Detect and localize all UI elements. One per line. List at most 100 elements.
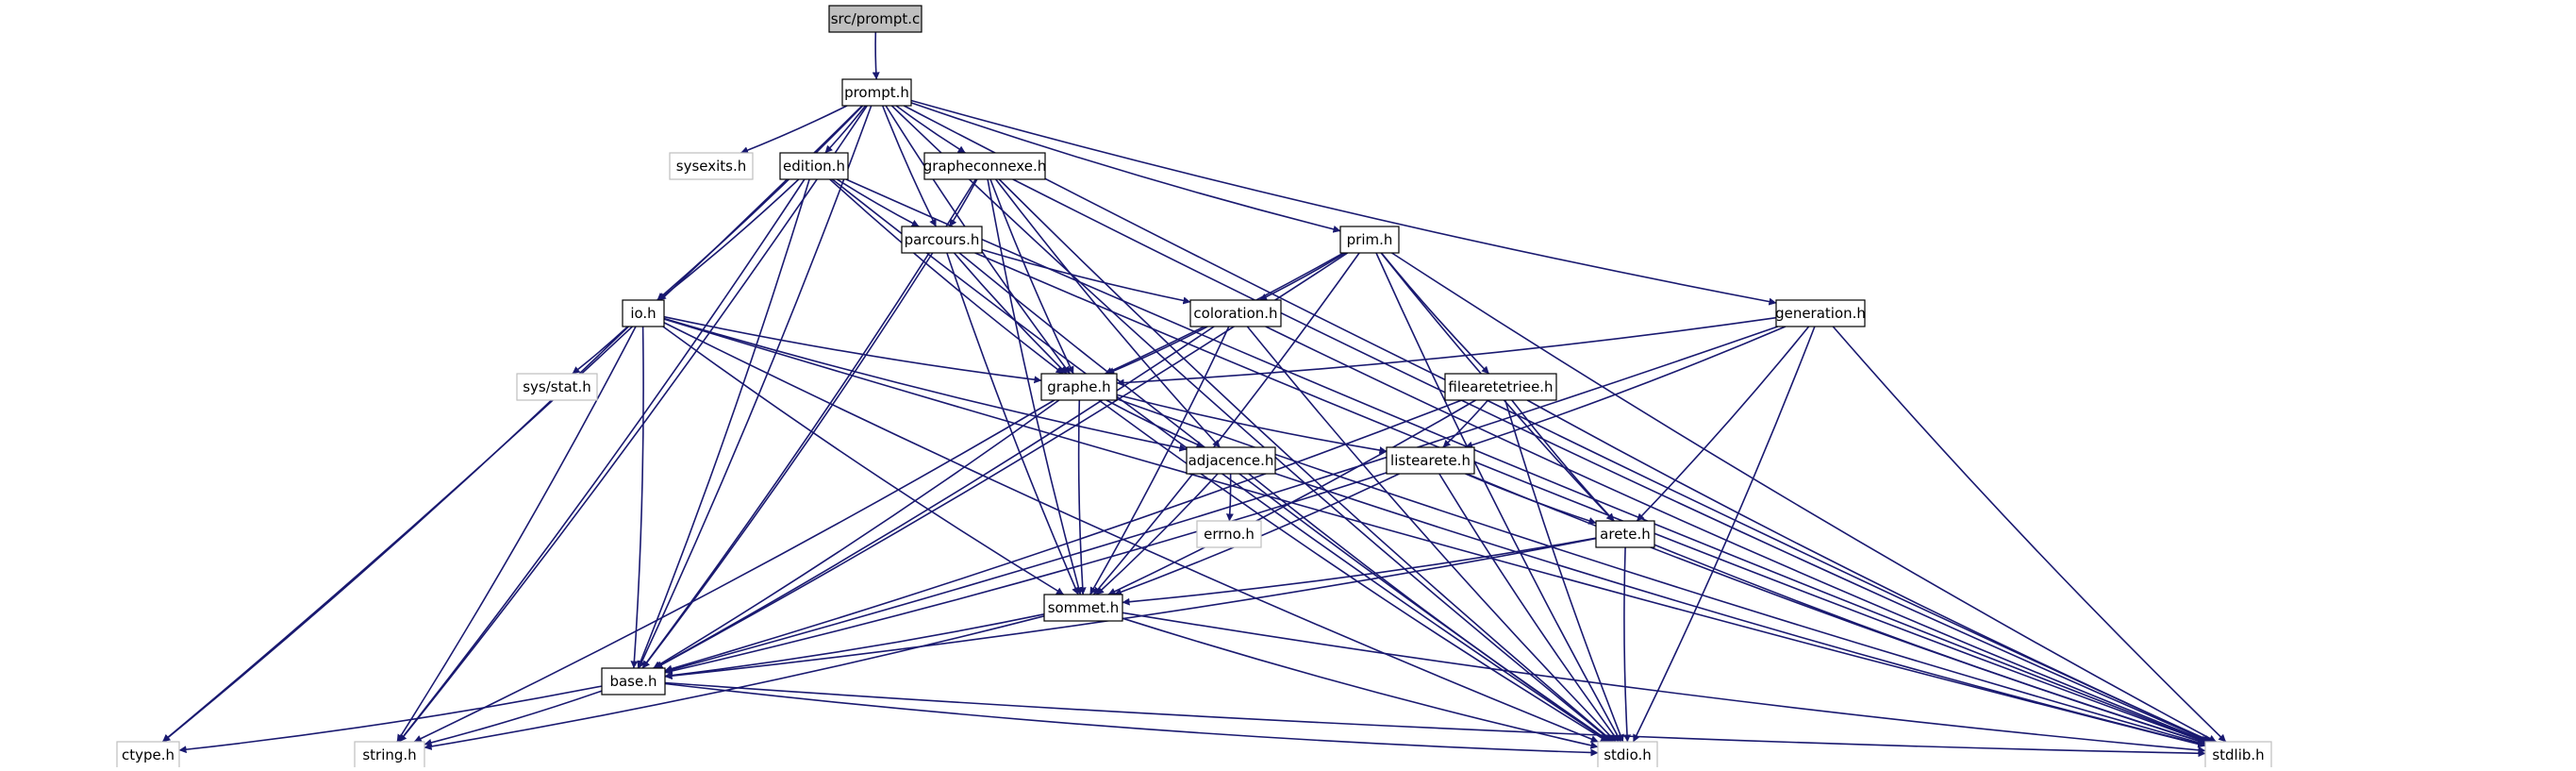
edge-coloration_h-to-graphe_h bbox=[1106, 326, 1208, 375]
edge-graphe_h-to-adjacence_h bbox=[1105, 399, 1205, 448]
edge-base_h-to-stdlib_h bbox=[664, 681, 2206, 758]
edge-coloration_h-to-base_h bbox=[655, 326, 1215, 669]
node-label-errno_h: errno.h bbox=[1204, 526, 1255, 543]
node-box-stdlib_h bbox=[2204, 741, 2272, 769]
edge-generation_h-to-graphe_h bbox=[1116, 316, 1777, 387]
node-box-generation_h[interactable] bbox=[1775, 299, 1866, 327]
edge-prompt_h-to-prim_h bbox=[910, 102, 1341, 233]
node-adjacence_h[interactable]: adjacence.h bbox=[1186, 446, 1276, 475]
edge-edition_h-to-base_h bbox=[637, 178, 810, 669]
edge-base_h-to-string_h bbox=[424, 690, 603, 746]
edge-arete_h-to-stdio_h bbox=[1623, 546, 1631, 743]
edge-grapheconnexe_h-to-stdlib_h bbox=[1012, 178, 2211, 743]
edge-filearetetriee_h-to-stdio_h bbox=[1504, 399, 1624, 743]
edge-listearete_h-to-base_h bbox=[664, 472, 1388, 675]
edge-adjacence_h-to-errno_h bbox=[1225, 473, 1234, 522]
node-box-prim_h[interactable] bbox=[1339, 226, 1400, 254]
node-box-edition_h[interactable] bbox=[779, 152, 849, 180]
node-box-filearetetriee_h[interactable] bbox=[1444, 373, 1557, 401]
edge-io_h-to-sommet_h bbox=[662, 326, 1065, 595]
edge-arete_h-to-stdlib_h bbox=[1654, 544, 2206, 745]
edge-io_h-to-stdio_h bbox=[663, 322, 1599, 743]
edge-edition_h-to-graphe_h bbox=[829, 178, 1064, 375]
edge-arete_h-to-base_h bbox=[664, 537, 1597, 680]
node-parcours_h[interactable]: parcours.h bbox=[901, 226, 983, 254]
node-box-prompt_h[interactable] bbox=[841, 78, 912, 107]
node-label-edition_h: edition.h bbox=[783, 158, 845, 175]
node-sys_stat_h: sys/stat.h bbox=[516, 373, 598, 401]
edge-grapheconnexe_h-to-sommet_h bbox=[987, 178, 1083, 595]
node-src_prompt_c: src/prompt.c bbox=[828, 5, 922, 33]
node-label-sysexits_h: sysexits.h bbox=[676, 158, 747, 175]
edge-graphe_h-to-sommet_h bbox=[1077, 399, 1087, 595]
node-label-io_h: io.h bbox=[630, 305, 656, 322]
node-prompt_h[interactable]: prompt.h bbox=[841, 78, 912, 107]
node-listearete_h[interactable]: listearete.h bbox=[1386, 446, 1475, 475]
node-box-parcours_h[interactable] bbox=[901, 226, 983, 254]
node-box-arete_h[interactable] bbox=[1595, 520, 1655, 548]
edge-sommet_h-to-stdlib_h bbox=[1122, 612, 2206, 754]
node-errno_h: errno.h bbox=[1196, 520, 1262, 548]
node-edition_h[interactable]: edition.h bbox=[779, 152, 849, 180]
edge-sommet_h-to-stdio_h bbox=[1122, 617, 1599, 749]
node-ctype_h: ctype.h bbox=[116, 741, 180, 769]
edge-io_h-to-sys_stat_h bbox=[572, 326, 629, 375]
edge-prompt_h-to-io_h bbox=[656, 105, 864, 301]
edge-base_h-to-stdio_h bbox=[664, 682, 1599, 757]
edge-io_h-to-stdlib_h bbox=[663, 318, 2206, 748]
edge-generation_h-to-base_h bbox=[664, 326, 1779, 674]
node-box-grapheconnexe_h[interactable] bbox=[923, 152, 1046, 180]
node-box-base_h[interactable] bbox=[601, 667, 666, 696]
node-io_h[interactable]: io.h bbox=[622, 299, 665, 327]
edge-coloration_h-to-sommet_h bbox=[1089, 326, 1230, 595]
node-box-listearete_h[interactable] bbox=[1386, 446, 1475, 475]
node-label-src_prompt_c: src/prompt.c bbox=[831, 10, 921, 27]
edge-filearetetriee_h-to-base_h bbox=[664, 399, 1462, 673]
edge-graphe_h-to-stdlib_h bbox=[1116, 397, 2206, 746]
node-stdlib_h: stdlib.h bbox=[2204, 741, 2272, 769]
node-prim_h[interactable]: prim.h bbox=[1339, 226, 1400, 254]
node-label-parcours_h: parcours.h bbox=[905, 231, 980, 248]
node-label-coloration_h: coloration.h bbox=[1193, 305, 1277, 322]
node-box-adjacence_h[interactable] bbox=[1186, 446, 1276, 475]
node-label-string_h: string.h bbox=[362, 746, 416, 763]
edge-prompt_h-to-parcours_h bbox=[881, 105, 938, 227]
node-box-coloration_h[interactable] bbox=[1189, 299, 1282, 327]
edge-generation_h-to-listearete_h bbox=[1465, 326, 1787, 449]
node-box-graphe_h[interactable] bbox=[1040, 373, 1118, 401]
node-label-generation_h: generation.h bbox=[1775, 305, 1866, 322]
edge-base_h-to-ctype_h bbox=[178, 685, 603, 754]
node-grapheconnexe_h[interactable]: grapheconnexe.h bbox=[923, 152, 1046, 180]
node-base_h[interactable]: base.h bbox=[601, 667, 666, 696]
edge-io_h-to-graphe_h bbox=[663, 315, 1042, 384]
node-arete_h[interactable]: arete.h bbox=[1595, 520, 1655, 548]
edge-src_prompt_c-to-prompt_h bbox=[872, 31, 880, 80]
node-label-stdio_h: stdio.h bbox=[1604, 746, 1652, 763]
edge-grapheconnexe_h-to-stdio_h bbox=[998, 178, 1614, 743]
edge-prim_h-to-stdlib_h bbox=[1391, 252, 2217, 743]
edge-filearetetriee_h-to-listearete_h bbox=[1442, 399, 1489, 448]
node-box-sommet_h[interactable] bbox=[1043, 594, 1123, 622]
node-label-sommet_h: sommet.h bbox=[1048, 599, 1120, 616]
edge-adjacence_h-to-sommet_h bbox=[1095, 473, 1219, 595]
edge-prim_h-to-sommet_h bbox=[1092, 252, 1360, 595]
node-generation_h[interactable]: generation.h bbox=[1775, 299, 1866, 327]
edge-edition_h-to-io_h bbox=[657, 178, 800, 301]
edge-coloration_h-to-stdlib_h bbox=[1265, 326, 2209, 743]
edge-prompt_h-to-stdlib_h bbox=[903, 105, 2212, 743]
node-label-adjacence_h: adjacence.h bbox=[1188, 452, 1274, 469]
edge-sommet_h-to-string_h bbox=[424, 615, 1045, 750]
node-coloration_h[interactable]: coloration.h bbox=[1189, 299, 1282, 327]
node-box-sysexits_h bbox=[669, 152, 754, 180]
node-box-io_h[interactable] bbox=[622, 299, 665, 327]
edge-graphe_h-to-base_h bbox=[653, 399, 1060, 669]
node-sommet_h[interactable]: sommet.h bbox=[1043, 594, 1123, 622]
node-stdio_h: stdio.h bbox=[1597, 741, 1658, 769]
edge-prim_h-to-stdio_h bbox=[1375, 252, 1622, 743]
edge-parcours_h-to-stdio_h bbox=[958, 252, 1611, 743]
node-graphe_h[interactable]: graphe.h bbox=[1040, 373, 1118, 401]
edge-grapheconnexe_h-to-parcours_h bbox=[949, 178, 978, 227]
node-label-filearetetriee_h: filearetetriee.h bbox=[1448, 378, 1553, 395]
node-filearetetriee_h[interactable]: filearetetriee.h bbox=[1444, 373, 1557, 401]
